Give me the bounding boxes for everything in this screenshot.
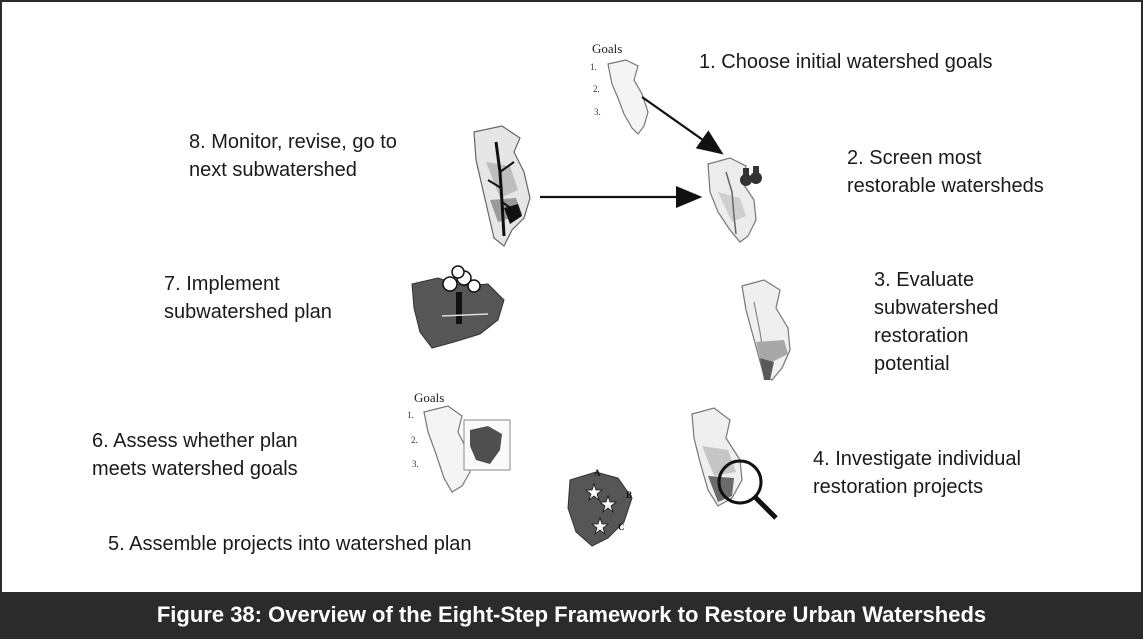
svg-text:Goals: Goals [414, 390, 444, 405]
svg-text:Goals: Goals [592, 41, 622, 56]
step-2-label: 2. Screen most restorable watersheds [847, 147, 1044, 197]
svg-text:C: C [618, 522, 625, 532]
step-6-label: 6. Assess whether plan meets watershed g… [92, 430, 298, 480]
svg-text:A: A [594, 468, 601, 478]
svg-text:1.: 1. [407, 410, 414, 420]
evaluate-subwatershed-icon [741, 279, 791, 381]
step-5-label: 5. Assemble projects into watershed plan [108, 533, 472, 555]
svg-text:1.: 1. [590, 62, 597, 72]
svg-text:3.: 3. [412, 459, 419, 469]
goals-list-icon-bottom: Goals 1. 2. 3. [407, 390, 511, 493]
arrow-goals-to-screen [641, 96, 724, 155]
tree-icon [442, 265, 481, 324]
figure-caption: Figure 38: Overview of the Eight-Step Fr… [2, 592, 1141, 637]
step-8-label: 8. Monitor, revise, go to next subwaters… [189, 131, 397, 181]
svg-text:B: B [626, 490, 632, 500]
svg-text:3.: 3. [594, 107, 601, 117]
project-star-a: A [584, 468, 604, 502]
screen-watersheds-icon [707, 157, 762, 243]
step-7-label: 7. Implement subwatershed plan [164, 273, 332, 323]
figure-caption-text: Figure 38: Overview of the Eight-Step Fr… [156, 601, 987, 627]
step-1-label: 1. Choose initial watershed goals [699, 51, 993, 73]
monitor-subwatershed-icon [473, 125, 531, 247]
svg-text:2.: 2. [593, 84, 600, 94]
step-3-label: 3. Evaluate subwatershed restoration pot… [874, 269, 999, 375]
svg-text:2.: 2. [411, 435, 418, 445]
implement-plan-icon [411, 265, 505, 349]
project-star-c: C [590, 516, 625, 536]
project-star-b: B [598, 490, 632, 514]
binoculars-icon [740, 166, 762, 186]
investigate-projects-icon [691, 407, 778, 520]
magnifying-glass-icon [717, 459, 778, 520]
goals-list-icon-top: Goals 1. 2. 3. [590, 41, 649, 135]
assemble-projects-icon: A B C [567, 468, 633, 547]
step-4-label: 4. Investigate individual restoration pr… [813, 448, 1021, 498]
